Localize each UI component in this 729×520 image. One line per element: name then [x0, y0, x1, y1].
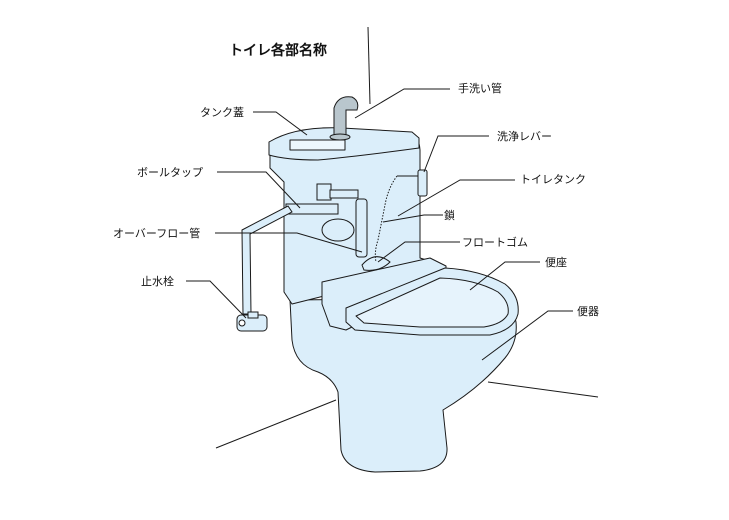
label-benki: 便器	[577, 305, 599, 318]
floor-line-left	[216, 400, 336, 448]
tank-lid-top	[290, 140, 345, 150]
overflow-pipe	[356, 199, 367, 257]
leader-shisuisen	[186, 281, 246, 318]
label-overflow: オーバーフロー管	[113, 227, 200, 240]
flush-lever	[418, 170, 427, 196]
label-ball-tap: ボールタップ	[137, 166, 203, 179]
ball-tap-pipe	[317, 184, 331, 200]
leader-vertical	[368, 27, 370, 104]
label-kusari: 鎖	[444, 209, 455, 222]
label-tedaraikan: 手洗い管	[458, 82, 502, 95]
label-senjo-lever: 洗浄レバー	[497, 130, 552, 143]
diagram-title: トイレ各部名称	[229, 40, 327, 60]
label-tank-futa: タンク蓋	[200, 106, 244, 119]
label-float-gomu: フロートゴム	[462, 236, 528, 249]
floor-line-right	[488, 382, 598, 397]
label-shisuisen: 止水栓	[141, 275, 174, 288]
label-toilet-tank: トイレタンク	[520, 173, 586, 186]
label-benza: 便座	[545, 256, 567, 269]
leader-senjo-lever	[424, 136, 489, 172]
float-ball	[322, 219, 354, 241]
